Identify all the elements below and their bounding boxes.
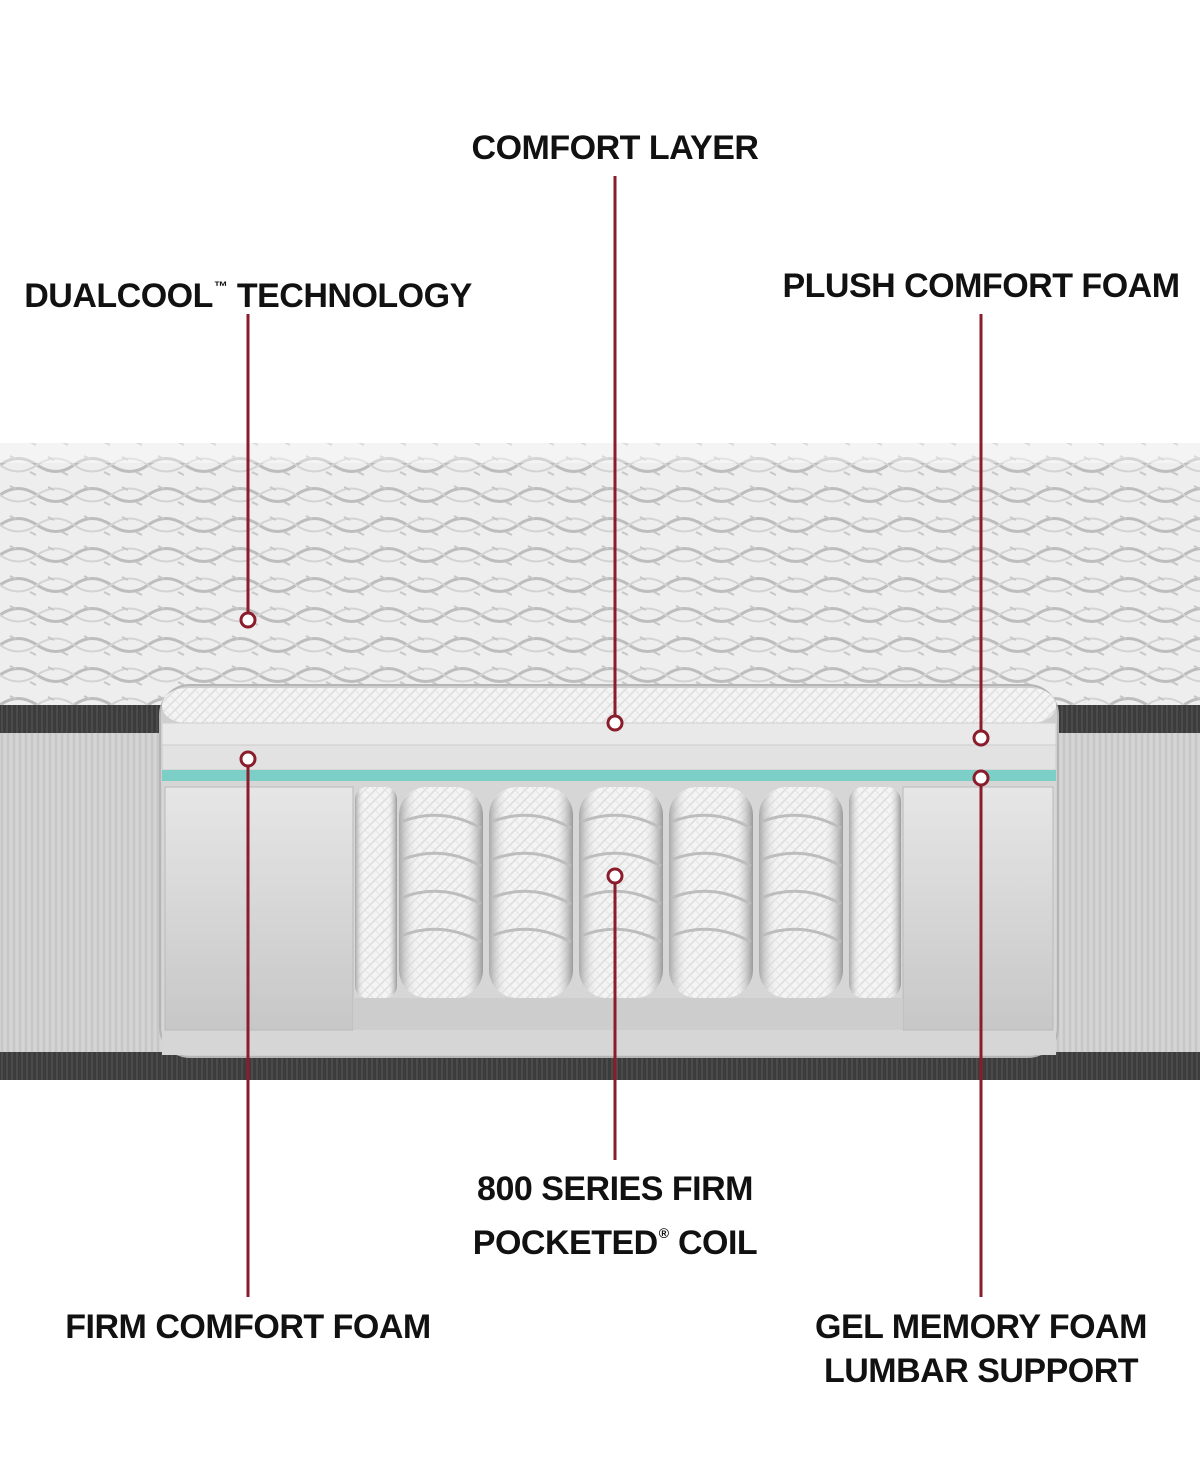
registered-mark: ® [658, 1225, 670, 1241]
coil [489, 787, 573, 998]
comfort-layer-label: COMFORT LAYER [471, 129, 759, 167]
coil-label-line1: 800 SERIES FIRM [477, 1170, 753, 1208]
gel-memory-foam-marker [972, 769, 990, 787]
pocketed-text: POCKETED [472, 1224, 658, 1262]
callout-markers [239, 611, 990, 885]
gel-memory-foam-line2: LUMBAR SUPPORT [823, 1352, 1139, 1390]
coil-label-line2: POCKETED® COIL [415, 1211, 815, 1265]
top-cover-shading [0, 443, 1200, 463]
dualcool-suffix: TECHNOLOGY [227, 277, 472, 315]
coil [399, 787, 483, 998]
plush-comfort-foam-marker [972, 729, 990, 747]
coil [579, 787, 663, 998]
plush-comfort-foam-label: PLUSH COMFORT FOAM [782, 267, 1180, 305]
coil-suffix: COIL [669, 1224, 758, 1262]
dualcool-technology-label: DUALCOOL™ TECHNOLOGY [0, 264, 496, 318]
pocketed-coils [355, 787, 901, 998]
callout-lines [246, 176, 983, 1297]
coil [355, 787, 397, 998]
coil-marker [606, 867, 624, 885]
gel-memory-foam-label: GEL MEMORY FOAM LUMBAR SUPPORT [780, 1305, 1182, 1393]
left-foam-encasement [164, 786, 354, 1031]
coil [849, 787, 901, 998]
right-foam-encasement [902, 786, 1054, 1031]
dualcool-marker [239, 611, 257, 629]
coil [669, 787, 753, 998]
quilted-top-cover [0, 443, 1200, 705]
comfort-layer-marker [606, 714, 624, 732]
comfort-layer [162, 688, 1056, 723]
gel-memory-foam-line1: GEL MEMORY FOAM [815, 1308, 1147, 1346]
coil-label: 800 SERIES FIRM POCKETED® COIL [415, 1167, 815, 1265]
firm-comfort-foam-label: FIRM COMFORT FOAM [65, 1308, 431, 1346]
coil [759, 787, 843, 998]
gel-memory-foam-stripe [162, 770, 1056, 781]
firm-comfort-foam-layer [161, 744, 1057, 771]
trademark-mark: ™ [213, 278, 228, 294]
bottom-foam-base [353, 998, 903, 1030]
firm-comfort-foam-marker [239, 750, 257, 768]
dualcool-text: DUALCOOL [24, 277, 213, 315]
